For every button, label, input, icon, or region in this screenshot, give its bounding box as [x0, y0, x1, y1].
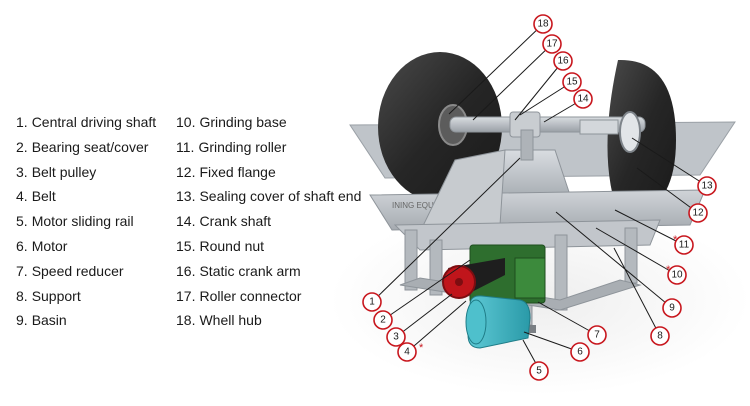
leader-line [371, 157, 521, 303]
callout-14-label: 14 [577, 94, 589, 105]
callout-16-ring [553, 51, 573, 71]
callout-15-ring [562, 72, 582, 92]
legend-column-1: 1.Central driving shaft 2.Bearing seat/c… [16, 113, 156, 336]
legend-item: 16.Static crank arm [176, 262, 301, 279]
callout-10-label: 10 [671, 270, 683, 281]
callout-12-ring [688, 203, 708, 223]
leader-line [519, 81, 573, 116]
callout-4-label: 4 [404, 347, 410, 358]
callout-2-ring [373, 310, 393, 330]
legend-item: 7.Speed reducer [16, 262, 124, 279]
callout-11-ring [674, 235, 694, 255]
callout-5-ring [529, 361, 549, 381]
legend-item: 5.Motor sliding rail [16, 213, 134, 230]
support-leg [404, 229, 418, 291]
leader-line [595, 227, 678, 276]
callout-7-ring [587, 325, 607, 345]
leader-line [555, 211, 673, 309]
legend-item: 2.Bearing seat/cover [16, 138, 149, 155]
callout-2-label: 2 [380, 315, 386, 326]
callout-4-ring [397, 342, 417, 362]
callout-16-label: 16 [557, 56, 569, 67]
leader-line [395, 293, 453, 338]
leader-line [537, 301, 598, 336]
callout-1-label: 1 [369, 297, 375, 308]
callout-12-label: 12 [692, 208, 704, 219]
leader-line [472, 43, 553, 121]
legend-item: 9.Basin [16, 312, 67, 329]
callout-6-ring [570, 342, 590, 362]
callout-15-label: 15 [566, 77, 578, 88]
callout-13-ring [697, 176, 717, 196]
callout-8-label: 8 [657, 331, 663, 342]
pulley-hub-icon [455, 278, 463, 286]
callout-18-label: 18 [537, 19, 549, 30]
watermark-text: INING EQUIPMENT [392, 201, 464, 210]
legend-item: 4.Belt [16, 188, 56, 205]
leader-line [382, 259, 471, 321]
leader-line [614, 209, 685, 246]
grinding-roller-right [607, 59, 676, 219]
legend-item: 18.Whell hub [176, 312, 262, 329]
star-mark-11: * [673, 234, 678, 246]
motor-end-cap [465, 299, 487, 345]
leader-line [523, 331, 581, 353]
leader-line [514, 60, 564, 121]
shaft-end-cover [619, 111, 641, 153]
callout-9-ring [662, 298, 682, 318]
legend-item: 10.Grinding base [176, 114, 287, 130]
callout-14-ring [573, 89, 593, 109]
callout-13-label: 13 [701, 181, 713, 192]
speed-reducer-face [514, 257, 546, 299]
callout-1-ring [362, 292, 382, 312]
callout-9-label: 9 [669, 303, 675, 314]
leader-line [448, 23, 544, 115]
legend-column-2: 10.Grinding base 11.Grinding roller 12.F… [176, 113, 361, 336]
callout-17-label: 17 [546, 39, 558, 50]
leader-line [631, 137, 708, 187]
legend-item: 12.Fixed flange [176, 163, 276, 180]
legend-item: 3.Belt pulley [16, 163, 97, 180]
callout-7-label: 7 [594, 330, 600, 341]
legend-item: 17.Roller connector [176, 287, 302, 304]
callout-10-ring [667, 265, 687, 285]
callout-6-label: 6 [577, 347, 583, 358]
legend-item: 11.Grinding roller [176, 138, 287, 155]
legend-item: 13.Sealing cover of shaft end [176, 188, 362, 205]
leader-line [406, 300, 467, 353]
callout-17-ring [542, 34, 562, 54]
legend-item: 8.Support [16, 287, 81, 304]
legend-item: 1.Central driving shaft [16, 114, 157, 130]
legend-item: 6.Motor [16, 237, 68, 254]
callout-3-ring [386, 327, 406, 347]
roller-connector [579, 119, 619, 135]
callout-11-label: 11 [679, 240, 690, 251]
leader-line [613, 247, 661, 337]
leader-line [636, 167, 699, 214]
callout-18-ring [533, 14, 553, 34]
callout-3-label: 3 [393, 332, 399, 343]
legend-item: 14.Crank shaft [176, 213, 272, 230]
central-driving-shaft [520, 129, 534, 161]
star-mark-10: * [666, 264, 671, 276]
star-mark-4: * [419, 342, 424, 354]
legend-item: 15.Round nut [176, 237, 265, 254]
callout-5-label: 5 [536, 366, 542, 377]
callout-8-ring [650, 326, 670, 346]
